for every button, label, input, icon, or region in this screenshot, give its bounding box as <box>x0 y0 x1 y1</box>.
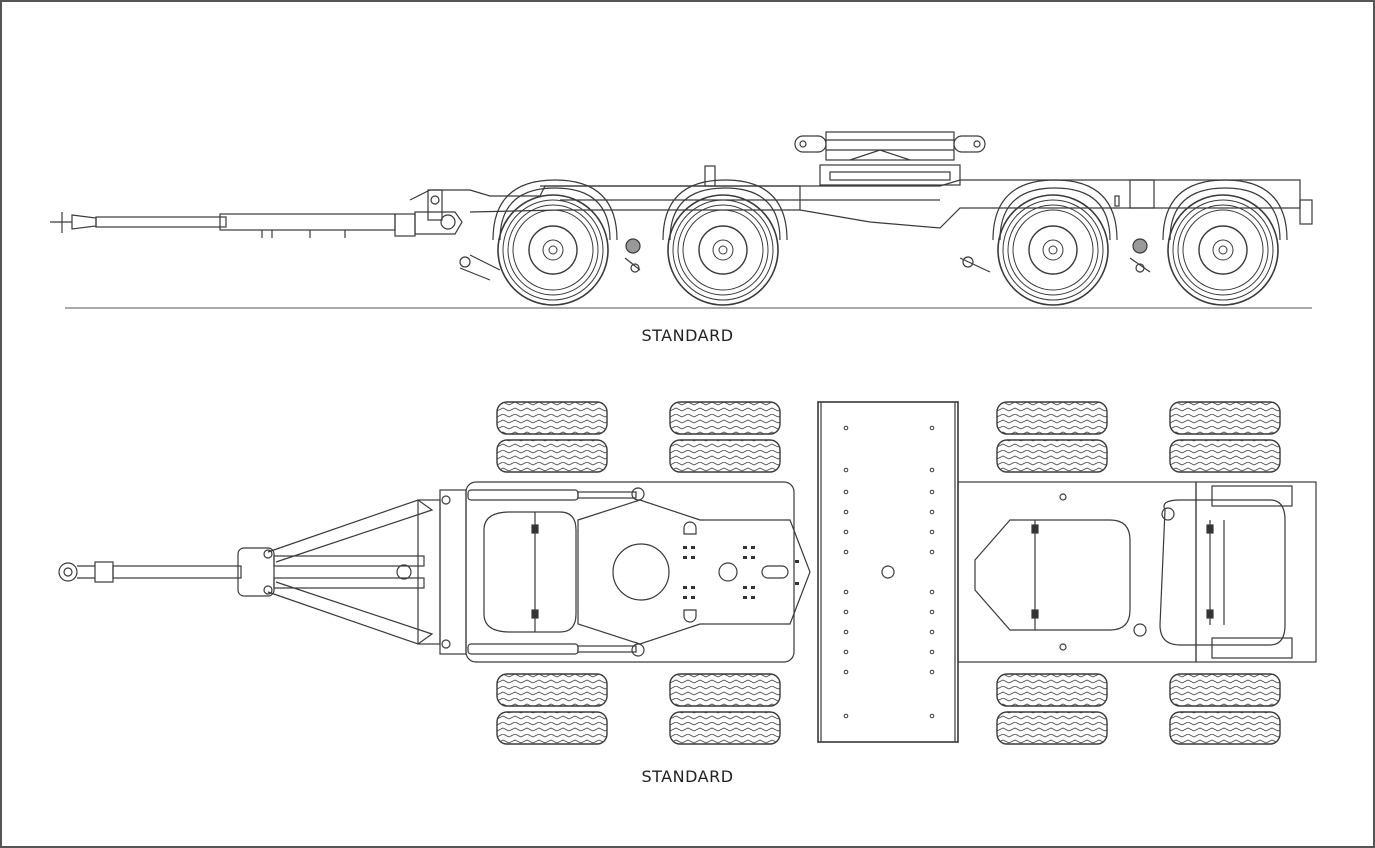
top-view-label: STANDARD <box>641 767 734 786</box>
top-view-drawing <box>58 401 1317 743</box>
plate-bolts <box>683 546 799 599</box>
side-fifth-wheel <box>794 131 986 161</box>
side-view-drawing <box>50 131 1313 309</box>
top-tires-lower <box>496 673 1281 745</box>
top-tires-upper <box>496 401 1281 473</box>
side-drawbar <box>50 211 463 238</box>
side-wheels <box>497 194 1279 306</box>
side-view-label: STANDARD <box>641 326 734 345</box>
deck-rivets <box>843 425 935 719</box>
